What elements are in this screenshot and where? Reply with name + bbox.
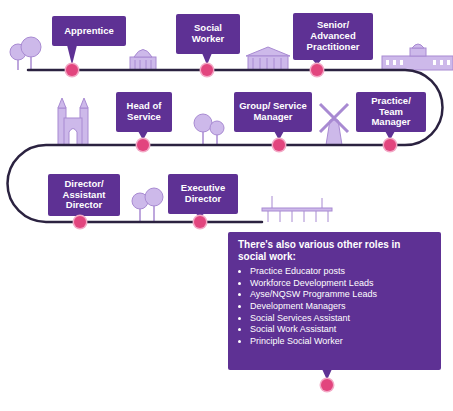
role-title: Senior/ Advanced Practitioner [297,20,369,53]
role-title: Social Worker [180,23,236,45]
career-path [317,70,443,145]
path-dot [201,64,213,76]
role-item: Ayse/NQSW Programme Leads [250,289,377,301]
career-node: Director/ Assistant Director [48,174,120,222]
role-item: Social Work Assistant [250,324,377,336]
role-title: Executive Director [172,183,234,205]
path-dot [321,379,333,391]
career-node: Head of Service [116,92,172,145]
role-item: Development Managers [250,301,377,313]
role-box: Practice/ Team Manager [356,92,426,132]
path-dot [194,216,206,228]
role-title: Director/ Assistant Director [52,179,116,212]
path-dot [137,139,149,151]
role-box: Head of Service [116,92,172,132]
career-node: There's also various other roles in soci… [228,232,441,385]
role-title: Apprentice [64,26,114,37]
career-node: Apprentice [52,16,126,70]
role-box: Director/ Assistant Director [48,174,120,216]
path-dot [66,64,78,76]
path-dot [273,139,285,151]
role-item: Workforce Development Leads [250,278,377,290]
role-title: There's also various other roles in soci… [238,239,431,263]
role-box: Group/ Service Manager [234,92,312,132]
role-box: Executive Director [168,174,238,214]
career-path [279,144,390,147]
career-path [207,69,317,72]
career-node: Senior/ Advanced Practitioner [293,13,373,70]
role-list: Practice Educator postsWorkforce Develop… [238,266,377,348]
role-title: Group/ Service Manager [238,101,308,123]
path-dot [311,64,323,76]
role-box: There's also various other roles in soci… [228,232,441,370]
role-box: Senior/ Advanced Practitioner [293,13,373,60]
role-item: Social Services Assistant [250,313,377,325]
role-box: Social Worker [176,14,240,54]
role-box: Apprentice [52,16,126,46]
career-path [7,145,143,222]
career-path [80,221,200,224]
career-node: Social Worker [176,14,240,70]
role-title: Head of Service [120,101,168,123]
path-dot [74,216,86,228]
career-node: Practice/ Team Manager [356,92,426,145]
career-node: Executive Director [168,174,238,222]
career-node: Group/ Service Manager [234,92,312,145]
role-item: Practice Educator posts [250,266,377,278]
career-path [72,69,207,72]
career-path [143,144,279,147]
path-dot [384,139,396,151]
role-title: Practice/ Team Manager [360,96,422,129]
role-item: Principle Social Worker [250,336,377,348]
